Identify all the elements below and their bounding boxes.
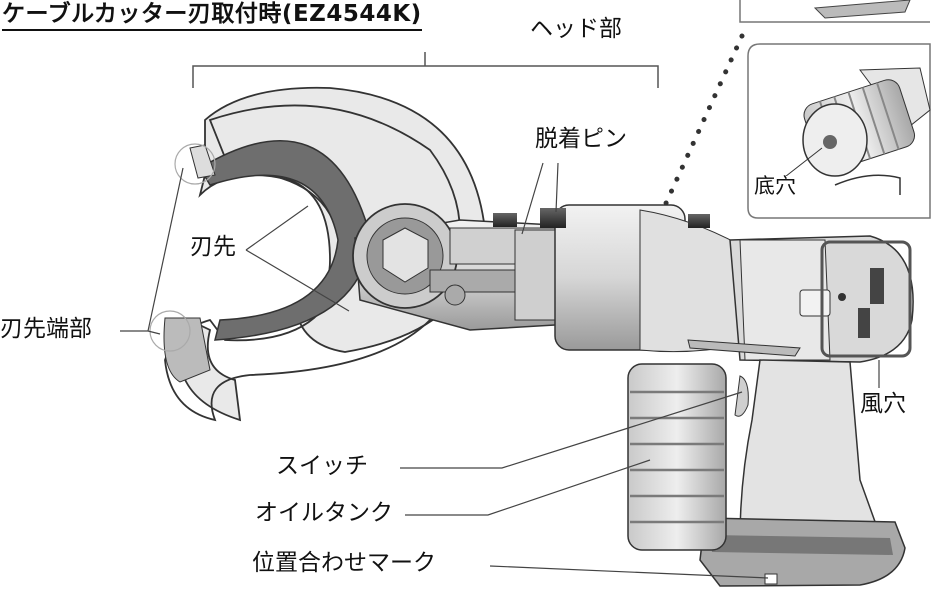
label-blade-tip: 刃先端部 (0, 316, 92, 342)
battery (699, 517, 906, 587)
cutter-blade (149, 86, 486, 422)
head-bracket (192, 52, 659, 88)
page-title: ケーブルカッター刃取付時(EZ4544K) (2, 0, 422, 31)
oil-tank (627, 363, 727, 551)
label-bottom-hole: 底穴 (754, 174, 796, 198)
tool-body (729, 235, 914, 363)
handle (687, 339, 880, 541)
label-blade: 刃先 (190, 234, 236, 260)
dotted-connector (659, 33, 745, 215)
head-body (352, 203, 741, 353)
label-switch: スイッチ (276, 453, 368, 479)
label-vent: 風穴 (860, 391, 906, 417)
inset-detail (739, 0, 931, 219)
label-oil-tank: オイルタンク (255, 500, 393, 526)
label-head: ヘッド部 (530, 16, 622, 42)
label-alignment-mark: 位置合わせマーク (252, 550, 436, 576)
label-removal-pin: 脱着ピン (535, 126, 627, 152)
leader-lines (120, 162, 880, 579)
